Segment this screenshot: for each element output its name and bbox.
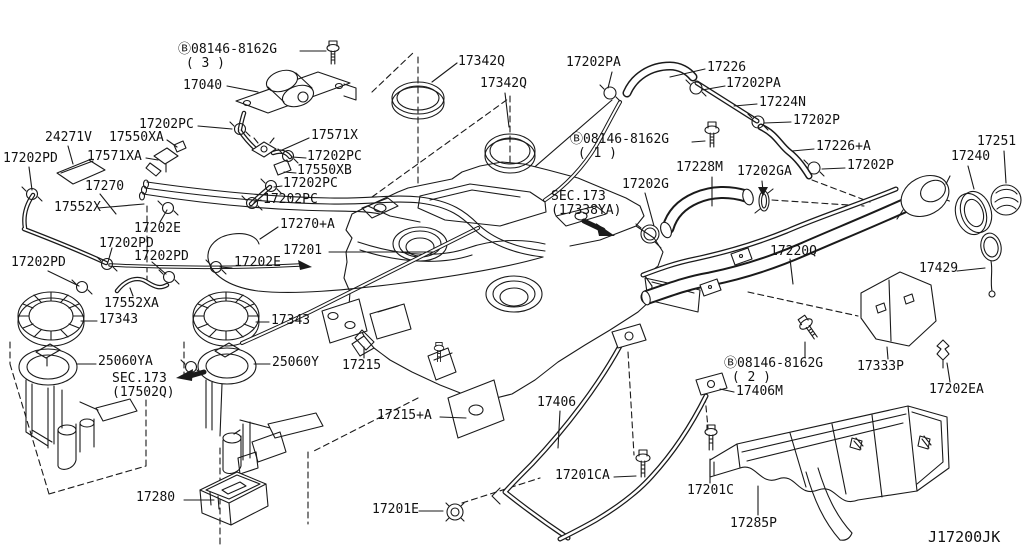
part-label: Ⓑ08146-8162G ( 3 ) xyxy=(178,42,278,71)
part-label: 17215+A xyxy=(377,408,432,423)
grommet-icon xyxy=(445,502,465,522)
part-label: 17202GA xyxy=(737,164,792,179)
part-label: 17552X xyxy=(54,200,101,215)
part-label: 17406 xyxy=(537,395,577,410)
bolt-icons xyxy=(326,40,950,522)
part-label: 17333P xyxy=(857,359,904,374)
part-label: 17202PA xyxy=(726,76,781,91)
part-label: 17571XA xyxy=(87,149,142,164)
part-label: 17228M xyxy=(676,160,723,175)
filler-neck-head xyxy=(699,174,951,297)
part-label: 17220Q xyxy=(770,244,817,259)
part-label: 25060Y xyxy=(272,355,319,370)
part-label: 17406M xyxy=(736,384,783,399)
tank-brackets xyxy=(321,298,505,439)
tank-protector xyxy=(709,405,950,541)
tube-protector xyxy=(860,271,937,347)
part-label: 24271V xyxy=(45,130,92,145)
part-label: 17202PD xyxy=(134,249,189,264)
part-label: 17202PD xyxy=(3,151,58,166)
fuel-cap xyxy=(954,184,1022,298)
part-label: 17202PC xyxy=(263,192,318,207)
small-components xyxy=(56,137,292,185)
part-label: 17226 xyxy=(707,60,747,75)
seal-ring xyxy=(391,81,536,174)
part-label: Ⓑ08146-8162G ( 2 ) xyxy=(724,356,824,385)
part-label: 17202PD xyxy=(11,255,66,270)
hoses xyxy=(21,61,914,345)
part-label: 17270 xyxy=(85,179,125,194)
push-clip-icon xyxy=(936,339,950,369)
part-label: 17202E xyxy=(134,221,181,236)
part-label: SEC.173 (17502Q) xyxy=(112,371,175,400)
part-label: 17224N xyxy=(759,95,806,110)
part-label: 17280 xyxy=(136,490,176,505)
part-label: Ⓑ08146-8162G ( 1 ) xyxy=(570,132,670,161)
part-label: 17202G xyxy=(622,177,669,192)
part-label: 17040 xyxy=(183,78,223,93)
part-label: 17240 xyxy=(951,149,991,164)
part-label: 17215 xyxy=(342,358,382,373)
part-label: 17202PC xyxy=(283,176,338,191)
fuel-pump-unit xyxy=(18,342,324,475)
part-label: 17226+A xyxy=(816,139,871,154)
part-label: 17202E xyxy=(234,255,281,270)
fuel-damper-assembly xyxy=(235,69,357,114)
part-label: 17552XA xyxy=(104,296,159,311)
part-label: 17571X xyxy=(311,128,358,143)
part-label: 17429 xyxy=(919,261,959,276)
part-label: 17342Q xyxy=(458,54,505,69)
leader-lines xyxy=(28,50,1007,516)
part-label: 17342Q xyxy=(480,76,527,91)
part-label: 17202EA xyxy=(929,382,984,397)
figure-code: J17200JK xyxy=(928,528,1001,546)
part-label: 17202P xyxy=(793,113,840,128)
part-label: 17202PC xyxy=(139,117,194,132)
part-label: 17201C xyxy=(687,483,734,498)
part-label: 17550XA xyxy=(109,130,164,145)
part-label: 17343 xyxy=(99,312,139,327)
part-label: 17270+A xyxy=(280,217,335,232)
part-label: 17202PD xyxy=(99,236,154,251)
part-label: 17550XB xyxy=(297,163,352,178)
part-label: 17251 xyxy=(977,134,1017,149)
part-label: 17343 xyxy=(271,313,311,328)
part-label: 17202P xyxy=(847,158,894,173)
tank-straps xyxy=(491,323,728,542)
part-label: 17201CA xyxy=(555,468,610,483)
part-label: 17285P xyxy=(730,516,777,531)
part-label: 17202PC xyxy=(307,149,362,164)
pump-tray xyxy=(199,471,269,526)
part-label: 25060YA xyxy=(98,354,153,369)
part-label: SEC.173 (17338YA) xyxy=(551,189,622,218)
section-ref-arrows xyxy=(176,187,768,381)
part-label: 17202PA xyxy=(566,55,621,70)
part-label: 17201E xyxy=(372,502,419,517)
lock-ring xyxy=(17,291,260,347)
part-label: 17201 xyxy=(283,243,323,258)
